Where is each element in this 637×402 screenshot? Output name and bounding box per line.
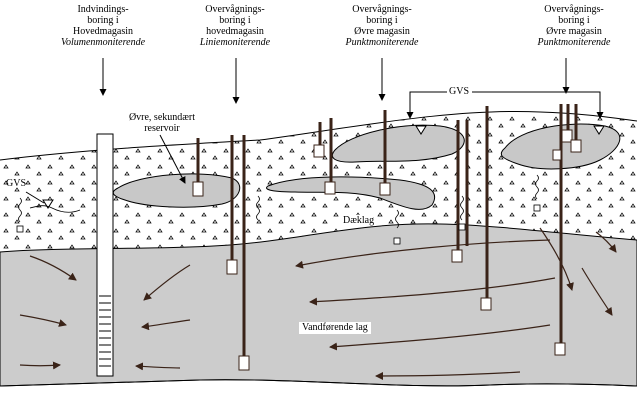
label-pointer-arrows	[25, 58, 604, 204]
well4-label: Overvågnings- boring i Øvre magasin Punk…	[516, 4, 632, 48]
gvs-left-label: GVS	[6, 178, 27, 189]
well3-label-type: Punktmoniterende	[345, 37, 419, 48]
production-well-screen	[99, 295, 111, 367]
groundwater-flow-arrows	[19, 227, 617, 380]
well4-label-type: Punktmoniterende	[537, 37, 611, 48]
well1-label-line1: Indvindings-	[77, 4, 129, 15]
well1-label-line2: boring i	[87, 15, 119, 26]
upper-reservoir-label-line1: Øvre, sekundært	[128, 112, 196, 123]
well3-label-line2: boring i	[366, 15, 398, 26]
well2-label-line2: boring i	[219, 15, 251, 26]
well2-label-line3: hovedmagasin	[206, 26, 264, 37]
well3-label-line1: Overvågnings-	[352, 4, 412, 15]
well4-label-line3: Øvre magasin	[546, 26, 602, 37]
well3-label-line3: Øvre magasin	[354, 26, 410, 37]
data-logger-lines	[18, 174, 539, 229]
gvs-top-label: GVS	[449, 86, 470, 97]
upper-reservoir-label: Øvre, sekundært reservoir	[120, 112, 204, 134]
water-table-line-left	[29, 205, 81, 213]
aquifer-bottom-line	[0, 379, 637, 387]
well2-label: Overvågnings- boring i hovedmagasin Lini…	[180, 4, 290, 48]
water-table-marker-right	[593, 125, 605, 135]
well3-label: Overvågnings- boring i Øvre magasin Punk…	[324, 4, 440, 48]
upper-reservoir-lens-band	[266, 176, 436, 210]
cover-layer-label: Dæklag	[341, 215, 377, 226]
data-logger-boxes	[16, 204, 541, 245]
production-well-casing	[96, 133, 114, 377]
well4-label-line1: Overvågnings-	[544, 4, 604, 15]
upper-reservoir-lens-middle	[331, 124, 465, 163]
well2-label-type: Liniemoniterende	[199, 37, 271, 48]
monitoring-screens	[192, 129, 582, 371]
upper-reservoir-label-line2: reservoir	[144, 123, 180, 134]
well1-label-line3: Hovedmagasin	[73, 26, 133, 37]
well1-label-type: Volumenmoniterende	[60, 37, 146, 48]
upper-reservoir-lens-left	[112, 173, 241, 208]
aquifer-label: Vandførende lag	[299, 322, 371, 334]
well2-label-line1: Overvågnings-	[205, 4, 265, 15]
water-table-marker-middle	[415, 125, 427, 135]
well1-label: Indvindings- boring i Hovedmagasin Volum…	[48, 4, 158, 48]
well4-label-line2: boring i	[558, 15, 590, 26]
water-table-marker-left	[42, 199, 54, 209]
monitoring-pipes	[196, 104, 578, 362]
